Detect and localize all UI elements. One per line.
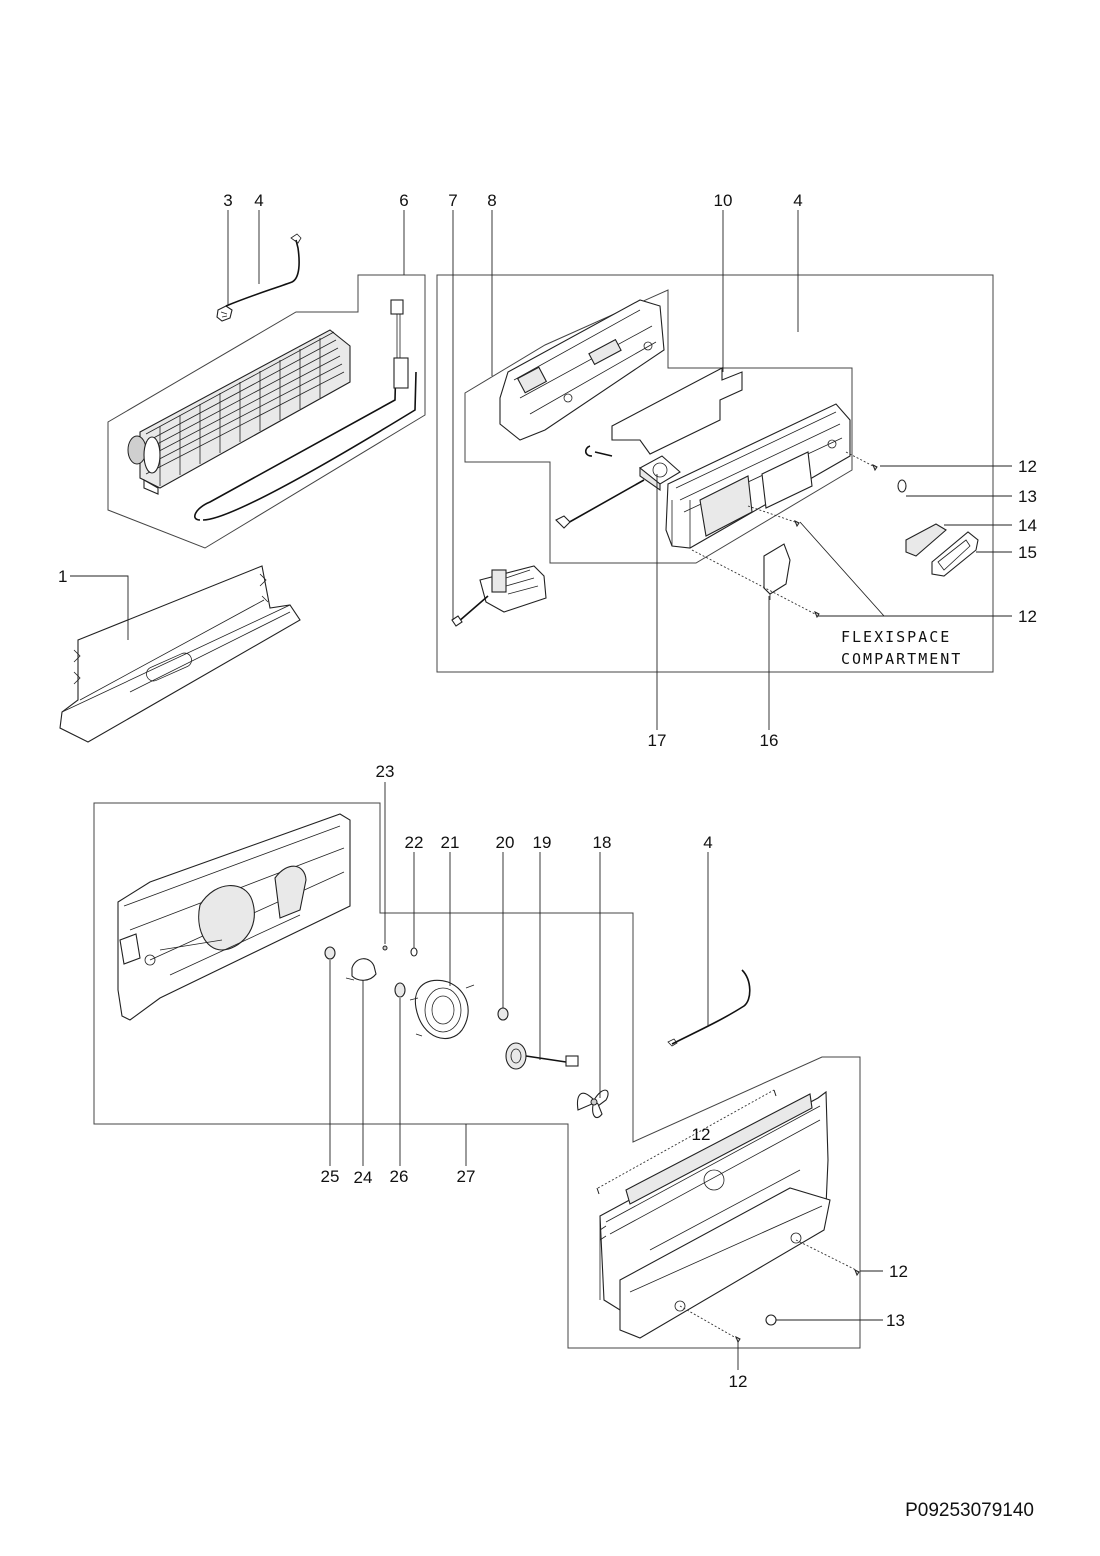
dotted-assembly-lines	[597, 451, 874, 1339]
cap-13-lower-part	[765, 1314, 777, 1326]
fan-motor-19-part	[505, 1042, 579, 1070]
sensor-clip-part	[216, 305, 233, 322]
grommet-26-part	[394, 982, 406, 998]
callout-4-top-right: 4	[793, 191, 802, 210]
grommet-20-part	[497, 1007, 509, 1021]
leader-lines	[70, 210, 1012, 1370]
light-cover-15-part	[931, 531, 979, 577]
callout-18: 18	[593, 833, 612, 852]
callout-12-lower-panel: 12	[692, 1125, 711, 1144]
small-cover-part	[763, 543, 791, 600]
flexispace-panel-part	[665, 403, 851, 549]
callout-7: 7	[448, 191, 457, 210]
callout-13-upper: 13	[1018, 487, 1037, 506]
callout-4-lower: 4	[703, 833, 712, 852]
grommet-25-part	[324, 946, 336, 960]
callout-26: 26	[390, 1167, 409, 1186]
callout-12-upper: 12	[1018, 457, 1037, 476]
callout-25: 25	[321, 1167, 340, 1186]
callout-23: 23	[376, 762, 395, 781]
callout-8: 8	[487, 191, 496, 210]
callout-12-bottom: 12	[729, 1372, 748, 1391]
screw-23-part	[382, 945, 388, 951]
callout-13-lower: 13	[886, 1311, 905, 1330]
callout-12-lower-right: 12	[889, 1262, 908, 1281]
rear-fan-group-frame	[93, 802, 861, 1349]
flexispace-note-line2: COMPARTMENT	[841, 650, 962, 668]
bracket-24-part	[345, 958, 377, 981]
light-lens-14-part	[905, 523, 947, 557]
evaporator-part	[127, 299, 417, 521]
sensor-wire-part	[225, 239, 300, 307]
drawing-code: P09253079140	[905, 1500, 1034, 1521]
callout-17: 17	[648, 731, 667, 750]
callout-22: 22	[405, 833, 424, 852]
evaporator-group-frame	[107, 274, 426, 549]
callout-10: 10	[714, 191, 733, 210]
callout-14: 14	[1018, 516, 1037, 535]
cap-13-upper-part	[897, 479, 907, 493]
callout-16: 16	[760, 731, 779, 750]
callout-19: 19	[533, 833, 552, 852]
callout-4-top-left: 4	[254, 191, 263, 210]
air-duct-housing-part	[499, 299, 665, 441]
callout-20: 20	[496, 833, 515, 852]
flexispace-note-line1: FLEXISPACE	[841, 628, 951, 646]
callout-6: 6	[399, 191, 408, 210]
fan-blade-18-part	[576, 1089, 609, 1118]
damper-part	[451, 565, 547, 627]
rear-air-duct-panel-part	[117, 813, 351, 1021]
fan-shroud-21-part	[409, 979, 475, 1039]
washer-22-part	[410, 947, 418, 957]
sensor-wire-lower-part	[671, 969, 751, 1045]
callout-27: 27	[457, 1167, 476, 1186]
callout-15: 15	[1018, 543, 1037, 562]
cover-plate-part	[59, 565, 301, 743]
foam-strip-part	[611, 367, 743, 455]
callout-3: 3	[223, 191, 232, 210]
callout-21: 21	[441, 833, 460, 852]
fan-motor-part	[555, 445, 681, 529]
callout-1: 1	[58, 567, 67, 586]
flexispace-compartment-frame	[436, 274, 994, 673]
lower-grille-panel-part	[599, 1090, 831, 1339]
callout-24: 24	[354, 1168, 373, 1187]
callout-12-middle: 12	[1018, 607, 1037, 626]
